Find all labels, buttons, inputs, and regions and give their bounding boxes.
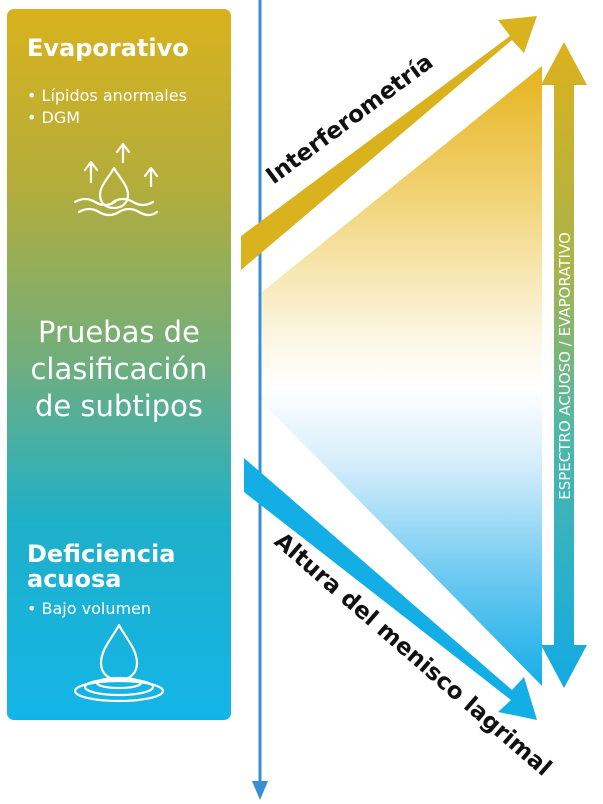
aqueous-title-line-1: Deficiencia bbox=[27, 540, 176, 568]
vertical-axis-arrowhead bbox=[252, 781, 268, 800]
subtype-panel: Evaporativo • Lípidos anormales • DGM Pr… bbox=[7, 9, 231, 720]
aqueous-title-line-2: acuosa bbox=[27, 565, 122, 593]
spectrum-gradient-shape bbox=[262, 66, 542, 686]
subtype-tests-line-3: de subtipos bbox=[34, 389, 204, 423]
evaporative-severe-arrow bbox=[241, 16, 537, 270]
evaporation-drop-icon bbox=[73, 142, 159, 217]
evaporative-title: Evaporativo bbox=[27, 34, 189, 62]
aqueous-bullet-volume: • Bajo volumen bbox=[27, 599, 152, 618]
water-drop-ripple-icon bbox=[73, 623, 165, 703]
spectrum-label: ESPECTRO ACUOSO / EVAPORATIVO bbox=[556, 232, 574, 500]
subtype-tests-line-2: clasificación bbox=[30, 352, 208, 386]
subtype-tests-line-1: Pruebas de bbox=[38, 315, 200, 349]
evaporative-bullet-lipids: • Lípidos anormales bbox=[27, 86, 187, 105]
evaporative-bullet-dgm: • DGM bbox=[27, 108, 81, 127]
spectrum-double-arrow bbox=[541, 42, 587, 688]
aqueous-severe-arrow bbox=[244, 458, 537, 720]
